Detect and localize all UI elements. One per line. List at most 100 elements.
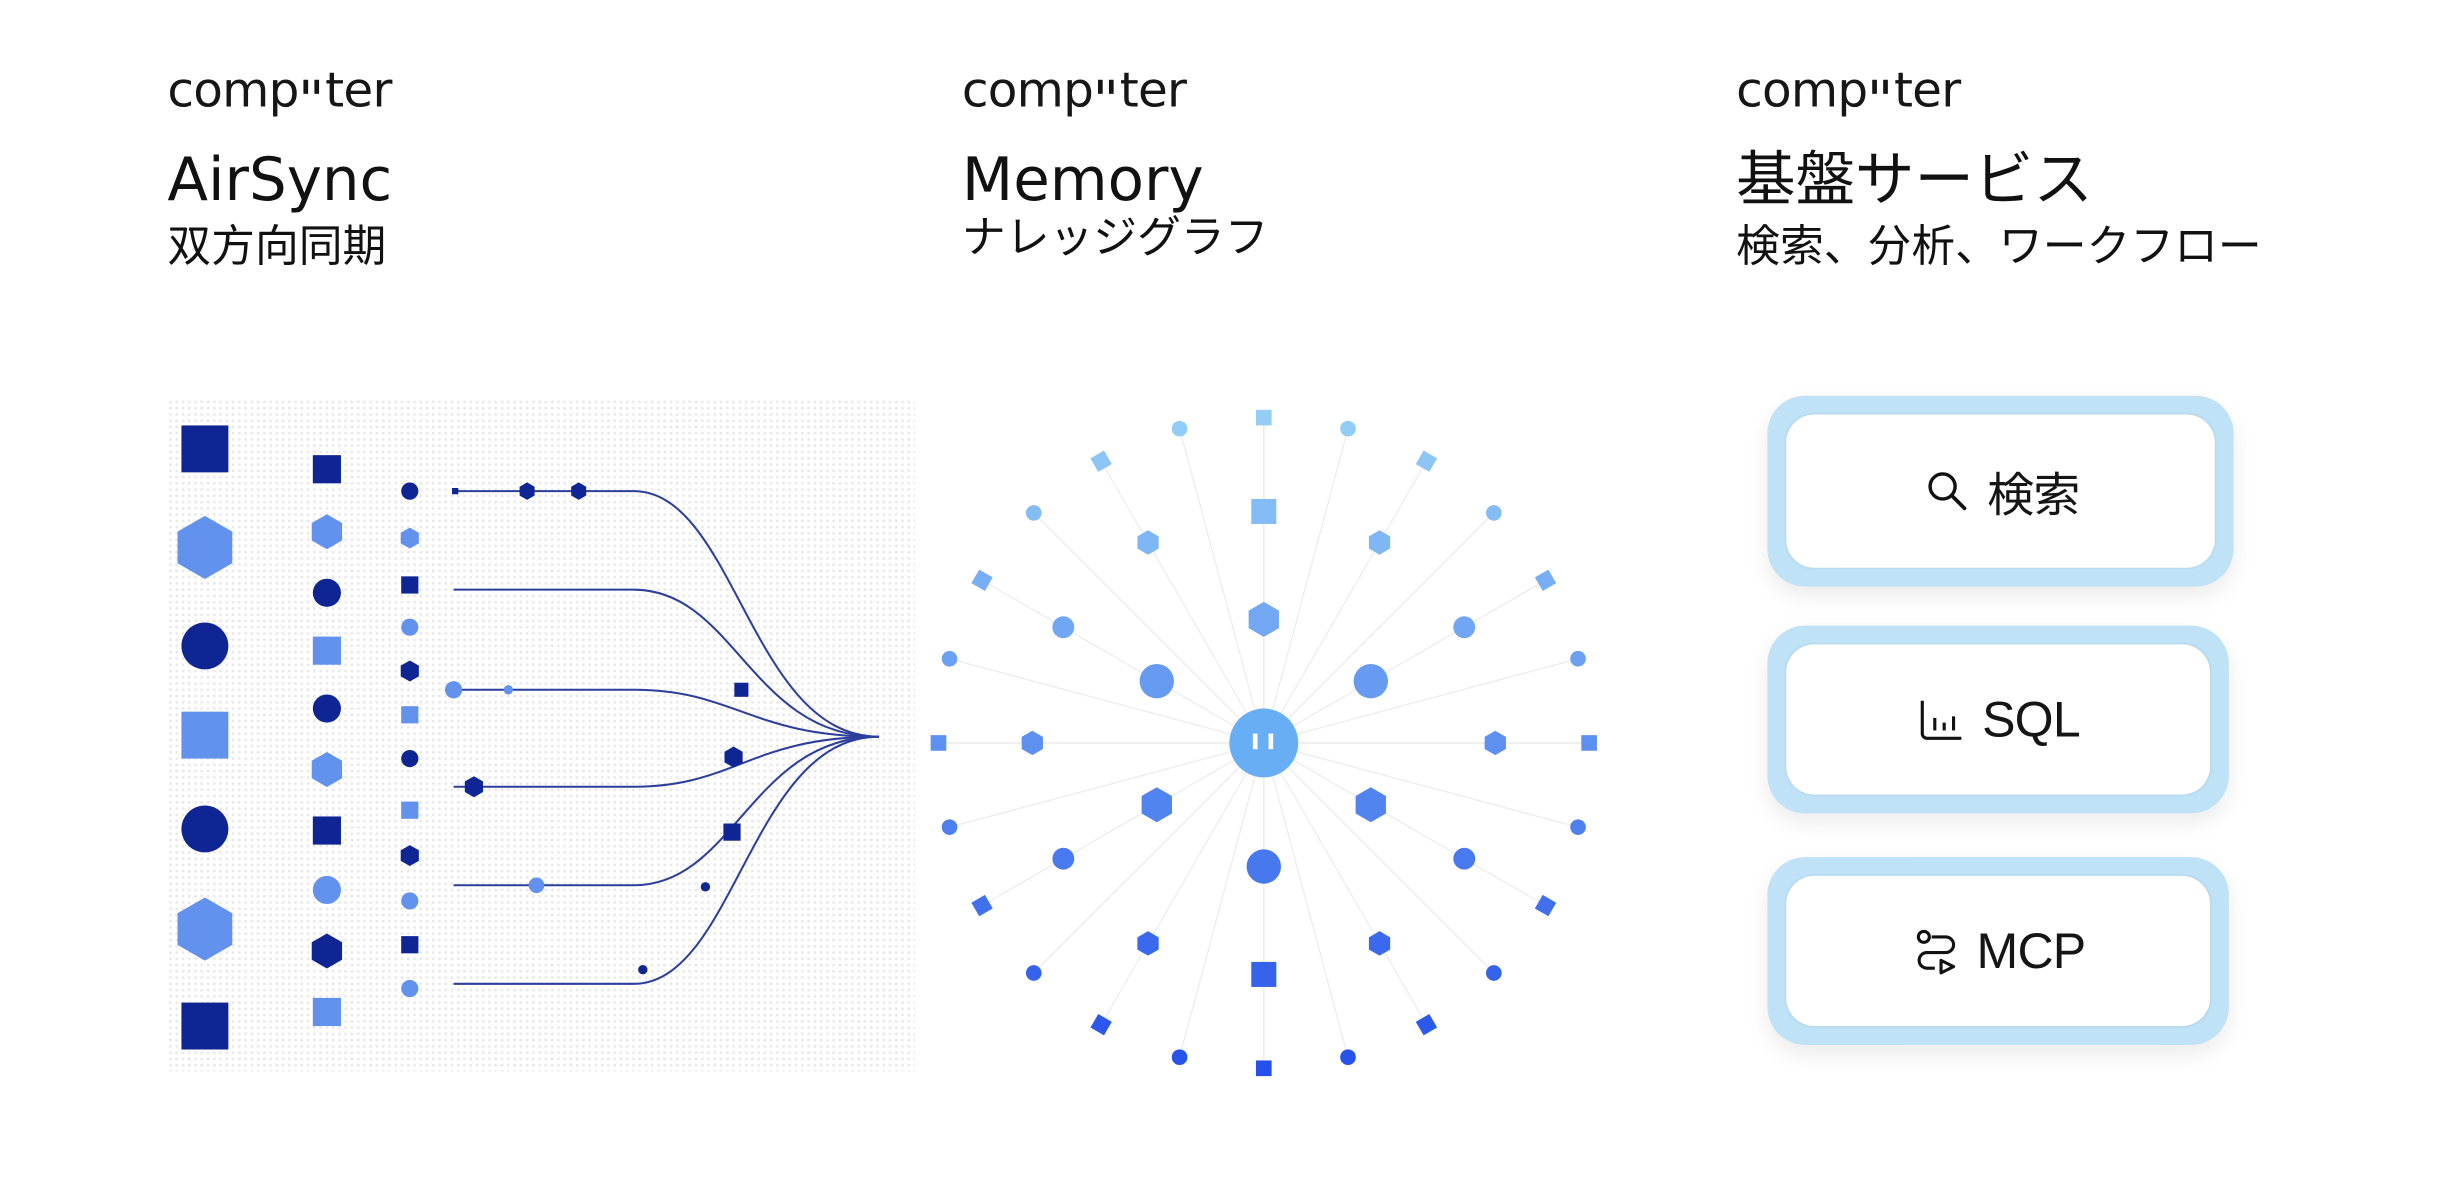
hexagon-node — [464, 776, 483, 798]
graph-edge — [1033, 512, 1265, 744]
graph-edge — [1263, 742, 1428, 1026]
hexagon-node — [400, 660, 419, 682]
graph-edge — [981, 579, 1265, 744]
graph-edge — [949, 742, 1264, 828]
services-subtitle: 検索、分析、ワークフロー — [1736, 220, 2262, 273]
graph-edge — [1263, 658, 1579, 744]
sync-line — [453, 735, 880, 985]
hexagon-node — [724, 746, 743, 768]
graph-edge — [1263, 742, 1495, 974]
circle-node — [1025, 965, 1042, 981]
center-glyph-bar — [1268, 733, 1274, 750]
circle-node — [1340, 1049, 1356, 1066]
hexagon-node — [519, 482, 535, 500]
circle-node — [401, 749, 419, 768]
circle-node — [1570, 650, 1586, 667]
square-node — [181, 711, 229, 759]
diamond-node — [971, 894, 993, 917]
square-node — [723, 823, 741, 841]
graph-edge — [1263, 512, 1495, 744]
circle-node — [1171, 1049, 1188, 1066]
services-title: 基盤サービス — [1736, 145, 2093, 215]
square-node — [401, 576, 419, 594]
hexagon-node — [1137, 530, 1159, 555]
diamond-node — [971, 569, 993, 591]
bar-chart-icon — [1921, 700, 1962, 740]
airsync-sync-diagram — [167, 398, 915, 1072]
circle-node — [1139, 663, 1174, 699]
circle-node — [312, 578, 341, 607]
sync-line — [453, 588, 880, 738]
hexagon-node — [1137, 931, 1159, 956]
circle-node — [1453, 847, 1476, 870]
diamond-node — [1090, 1014, 1112, 1036]
circle-node — [1025, 505, 1042, 521]
circle-node — [181, 805, 229, 853]
circle-node — [1486, 505, 1502, 521]
center-glyph-bar — [1252, 733, 1258, 750]
square-node — [1255, 409, 1272, 426]
circle-node — [941, 819, 958, 835]
search-icon — [1927, 472, 1966, 511]
graph-edge — [1263, 428, 1349, 744]
workflow-icon — [1916, 929, 1955, 975]
circle-node — [312, 694, 341, 723]
sync-line — [453, 490, 880, 738]
square-node — [1255, 1060, 1272, 1077]
circle-node — [1246, 849, 1281, 884]
diamond-node — [1090, 450, 1112, 472]
square-node — [1251, 498, 1277, 524]
graph-edge — [1263, 742, 1546, 907]
hexagon-node — [311, 933, 343, 969]
circle-node — [503, 685, 514, 695]
circle-node — [1052, 616, 1075, 639]
square-node — [734, 682, 749, 697]
square-node — [1581, 735, 1597, 751]
mcp-label: MCP — [1976, 922, 2087, 979]
hexagon-node — [311, 514, 343, 550]
hexagon-node — [400, 845, 419, 867]
square-node — [181, 1002, 229, 1050]
airsync-subtitle: 双方向同期 — [167, 220, 387, 273]
circle-node — [941, 650, 958, 667]
circle-node — [444, 681, 463, 699]
square-node — [401, 801, 419, 819]
square-node — [930, 735, 947, 751]
graph-edge — [1263, 460, 1428, 744]
graph-edge — [1033, 742, 1265, 974]
sync-line — [453, 735, 880, 788]
graph-edge — [949, 658, 1264, 744]
circle-node — [1340, 420, 1356, 437]
hexagon-node — [311, 752, 343, 788]
sql-label: SQL — [1982, 690, 2081, 747]
hexagon-node — [1368, 530, 1391, 555]
graph-edge — [1100, 460, 1265, 744]
circle-node — [401, 892, 419, 910]
diamond-node — [1415, 1014, 1438, 1036]
graph-edge — [1263, 742, 1349, 1058]
hexagon-node — [571, 482, 587, 500]
circle-node — [401, 482, 419, 500]
circle-node — [1052, 847, 1075, 870]
graph-center-node — [1229, 708, 1299, 778]
airsync-title: AirSync — [167, 145, 393, 215]
sql-service-button[interactable]: SQL — [1767, 625, 2229, 814]
graph-edge — [1263, 742, 1579, 828]
graph-edge — [1178, 742, 1265, 1058]
hexagon-node — [400, 527, 419, 549]
hexagon-node — [177, 515, 233, 580]
square-node — [312, 455, 341, 484]
search-service-button[interactable]: 検索 — [1767, 395, 2234, 587]
sync-line — [453, 735, 880, 887]
mcp-service-button[interactable]: MCP — [1767, 857, 2229, 1045]
memory-subtitle: ナレッジグラフ — [961, 211, 1269, 263]
square-node — [312, 636, 341, 665]
hexagon-node — [177, 897, 233, 961]
square-node — [452, 487, 459, 495]
sync-line — [453, 688, 880, 738]
